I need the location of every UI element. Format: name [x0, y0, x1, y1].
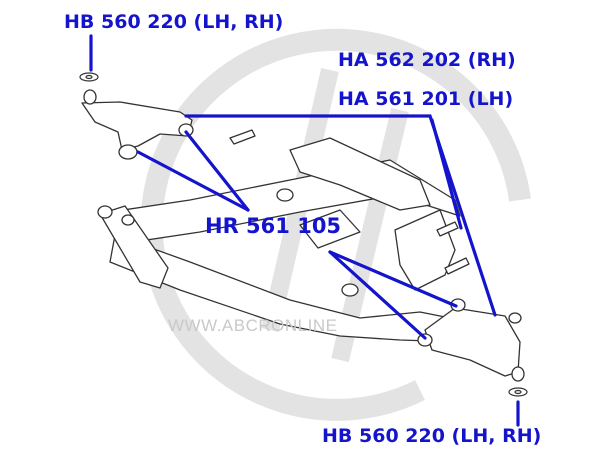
- leader-lines: [89, 34, 520, 427]
- subframe-drawing: [81, 89, 525, 382]
- leader-right-arms: [184, 114, 497, 317]
- label-top-left: HB 560 220 (LH, RH): [64, 11, 284, 33]
- leader-center-right-b: [328, 250, 427, 340]
- label-right-upper: HA 562 202 (RH): [338, 49, 516, 71]
- label-center: HR 561 105: [205, 214, 342, 238]
- label-right-lower: HA 561 201 (LH): [338, 88, 514, 110]
- leader-center-left-a: [136, 150, 250, 212]
- leader-center-left-b: [184, 130, 250, 212]
- washer-top: [79, 72, 99, 82]
- washer-bottom: [508, 387, 528, 397]
- watermark-text: WWW.ABCRONLINE: [168, 316, 338, 335]
- leader-center-right-a: [328, 250, 458, 308]
- leader-right-arms-branch: [430, 118, 463, 230]
- label-bottom-right: HB 560 220 (LH, RH): [322, 425, 542, 447]
